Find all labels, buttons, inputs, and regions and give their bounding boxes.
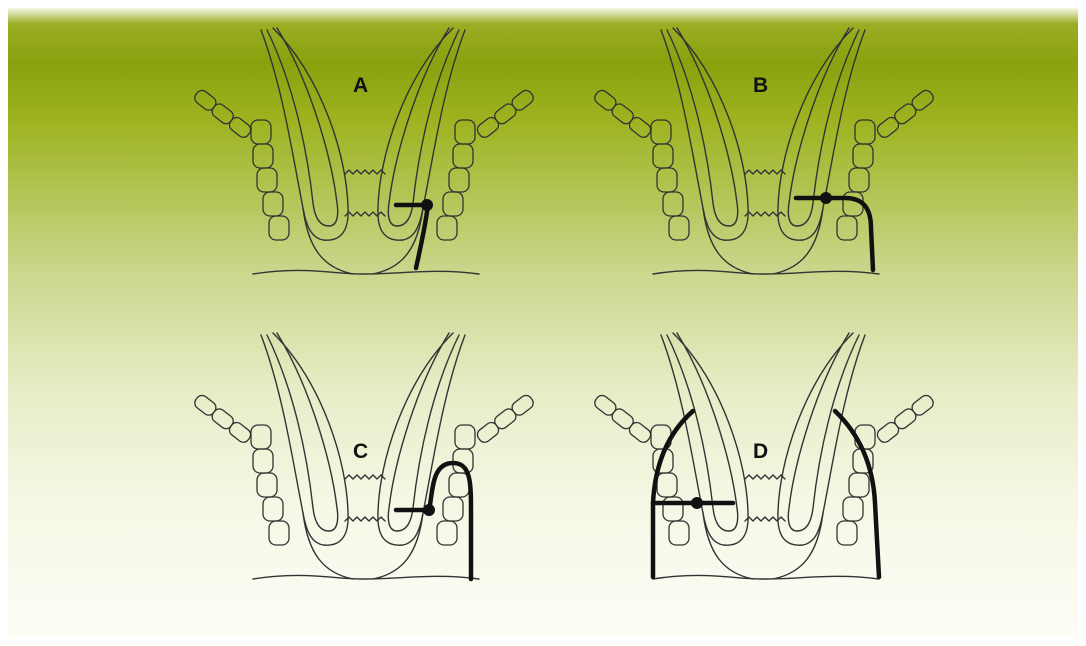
panel-b: B <box>592 28 935 274</box>
internal-opening <box>820 192 832 204</box>
fistula-track <box>396 463 471 579</box>
panel-d: D <box>592 333 935 579</box>
panel-c: C <box>192 333 535 579</box>
panel-label-d: D <box>753 440 768 463</box>
fistula-classification-diagram: A B C D <box>8 8 1078 638</box>
slide-background: A B C D <box>8 8 1078 638</box>
internal-opening <box>691 497 703 509</box>
panel-label-b: B <box>753 74 768 97</box>
fistula-track <box>796 198 873 270</box>
panel-label-a: A <box>353 74 368 97</box>
fistula-track-right <box>835 411 879 577</box>
panel-a: A <box>192 28 535 274</box>
fistula-track <box>396 205 428 268</box>
internal-opening <box>421 199 433 211</box>
panel-label-c: C <box>353 440 368 463</box>
internal-opening <box>423 504 435 516</box>
